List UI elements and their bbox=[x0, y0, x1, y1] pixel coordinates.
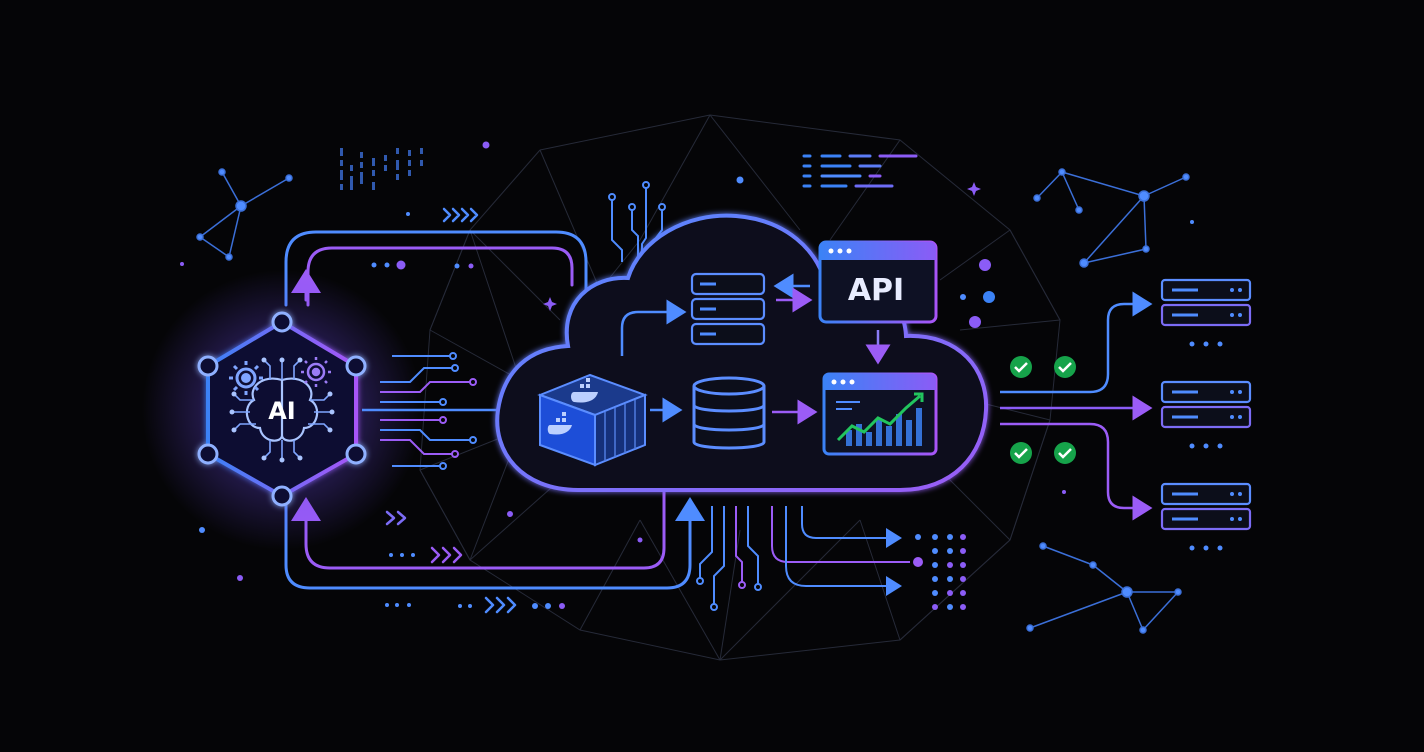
constellation-bottom-right bbox=[1026, 542, 1182, 634]
check-circle-icon bbox=[1010, 356, 1076, 464]
hub-to-cloud-traces bbox=[362, 352, 533, 470]
sparkle-icons bbox=[543, 182, 981, 311]
circuit-traces-bottom bbox=[696, 506, 923, 611]
brain-icon bbox=[229, 357, 335, 463]
server-rack-icon bbox=[690, 272, 766, 346]
database-icon bbox=[692, 376, 766, 450]
constellation-top-right bbox=[1033, 168, 1190, 268]
chevron-arrows bbox=[385, 207, 517, 614]
dot-grid-bottom bbox=[915, 534, 966, 610]
server-rack-icon bbox=[1160, 482, 1252, 551]
feedback-loop bbox=[284, 230, 705, 590]
api-label: API bbox=[848, 273, 904, 308]
data-bars-left bbox=[340, 148, 423, 190]
gear-icon bbox=[301, 357, 331, 387]
server-rack-icon bbox=[1160, 380, 1252, 449]
constellation-top-left bbox=[196, 168, 293, 261]
server-rack-icon bbox=[1160, 278, 1252, 347]
gear-icon bbox=[229, 361, 263, 395]
analytics-chart-icon bbox=[822, 372, 938, 456]
ai-hub-label: AI bbox=[268, 397, 296, 425]
code-lines-top bbox=[802, 154, 918, 188]
docker-container-icon bbox=[537, 373, 648, 467]
api-window[interactable] bbox=[818, 240, 938, 324]
server-api-arrows bbox=[773, 273, 813, 313]
output-connectors bbox=[1000, 291, 1153, 521]
scattered-dots bbox=[180, 141, 1194, 609]
arrow-to-server-stack bbox=[620, 299, 687, 356]
